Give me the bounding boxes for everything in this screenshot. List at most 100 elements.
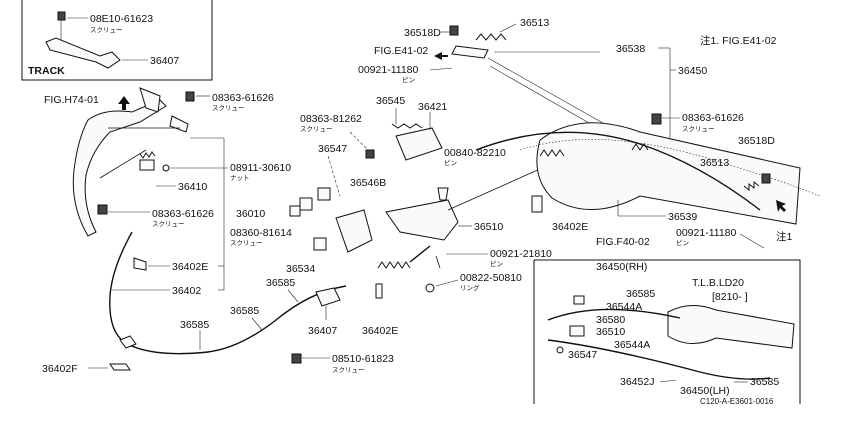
label-36410: 36410 — [178, 181, 207, 193]
lever-assembly: FIG.H74-01 08363-61626 スクリュー 08911-30610… — [44, 87, 291, 291]
label-fig-h74-01: FIG.H74-01 — [44, 94, 99, 106]
label-36547-tlb: 36547 — [568, 349, 597, 361]
label-screw-jp: スクリュー — [300, 125, 333, 133]
label-nut-jp: ナット — [230, 174, 250, 182]
lever-grip-icon — [169, 115, 189, 133]
note-1-fig-e41-02: 注1. FIG.E41-02 — [700, 34, 777, 47]
axle-assembly: 08363-61626 スクリュー 36518D 36513 36402E 36… — [475, 112, 821, 249]
label-36518d-right: 36518D — [738, 135, 775, 147]
arrow-up-icon — [118, 96, 130, 110]
screw-icon — [185, 91, 195, 102]
bushing-icon — [556, 346, 564, 354]
label-pin-jp: ピン — [676, 239, 689, 247]
front-cable-36402: 36402E 36402 36585 36585 36585 36402F 08… — [42, 231, 398, 375]
clip-36402f-icon — [109, 363, 131, 371]
rear-axle-icon — [536, 122, 801, 225]
inset-track: 08E10-61623 スクリュー 36407 TRACK — [21, 0, 213, 81]
label-36402e-bottom: 36402E — [362, 325, 398, 337]
label-08363-81262: 08363-81262 — [300, 113, 362, 125]
bracket-36407-icon — [315, 287, 341, 307]
label-36580: 36580 — [596, 314, 625, 326]
equalizer-36510-icon — [385, 199, 459, 241]
lever-36010-icon — [72, 99, 167, 237]
clip-36410-icon — [139, 159, 155, 171]
label-36585-tlb-bottom: 36585 — [750, 376, 779, 388]
spring-36513-icon — [475, 33, 507, 41]
label-fig-f40-02: FIG.F40-02 — [596, 236, 650, 248]
clip-36402e-icon — [375, 283, 383, 299]
label-screw-jp: スクリュー — [152, 220, 185, 228]
cable-spring-icon — [539, 149, 565, 157]
bushing-36546b-icon — [317, 187, 331, 201]
label-36452j: 36452J — [620, 376, 654, 388]
label-36010: 36010 — [236, 208, 265, 220]
label-36513-right: 36513 — [700, 157, 729, 169]
label-36407-track: 36407 — [150, 55, 179, 67]
label-36402f: 36402F — [42, 363, 78, 375]
label-00822-50810: 00822-50810 — [460, 272, 522, 284]
label-00840-82210: 00840-82210 — [444, 147, 506, 159]
label-36513-top: 36513 — [520, 17, 549, 29]
cable-line-icon — [109, 231, 347, 355]
label-ring-jp: リング — [460, 283, 480, 292]
label-8210: [8210- ] — [712, 291, 748, 303]
label-36402e-center: 36402E — [552, 221, 588, 233]
label-36421: 36421 — [418, 101, 447, 113]
label-00921-11180-right: 00921-11180 — [676, 227, 736, 239]
label-36585-c: 36585 — [266, 277, 295, 289]
label-36585-tlb-top: 36585 — [626, 288, 655, 300]
screw-36518d-icon — [761, 173, 771, 184]
label-pin-jp: ピン — [402, 76, 415, 84]
label-08363-61626-right: 08363-61626 — [682, 112, 744, 124]
spring-36513-icon — [743, 180, 760, 192]
bushing-icon — [289, 205, 301, 217]
equalizer-icon — [569, 325, 585, 337]
screw-icon — [651, 113, 662, 125]
label-36402: 36402 — [172, 285, 201, 297]
label-36544a-bottom: 36544A — [614, 339, 650, 351]
label-08510-61823: 08510-61823 — [332, 353, 394, 365]
bushing-icon — [299, 197, 313, 211]
label-36534: 36534 — [286, 263, 315, 275]
screw-icon — [97, 204, 108, 215]
label-pin-jp: ピン — [490, 260, 503, 268]
catalog-code: C120-A-E3601-0016 — [700, 397, 774, 406]
label-screw-jp: スクリュー — [212, 104, 245, 112]
label-36539: 36539 — [668, 211, 697, 223]
label-36450rh: 36450(RH) — [596, 261, 647, 273]
arrow-right-icon — [776, 200, 786, 212]
label-00921-11180-top: 00921-11180 — [358, 64, 418, 76]
label-36546b: 36546B — [350, 177, 386, 189]
cable-rh-icon — [547, 308, 681, 321]
clip-icon — [573, 295, 585, 305]
bushing-icon — [313, 237, 327, 251]
label-track: TRACK — [28, 65, 65, 77]
cable-spring-icon — [631, 143, 649, 151]
label-36450lh: 36450(LH) — [680, 385, 730, 397]
axle-tlb-icon — [667, 305, 795, 349]
screw-icon — [57, 11, 66, 21]
label-08911-30610: 08911-30610 — [230, 162, 291, 174]
rear-cable-36539-icon — [475, 131, 761, 211]
label-screw-jp: スクリュー — [230, 239, 263, 247]
screw-36518d-icon — [449, 25, 459, 36]
clip-36402e-icon — [133, 257, 147, 271]
label-36510: 36510 — [474, 221, 503, 233]
label-screw-jp: スクリュー — [90, 26, 123, 34]
pin-icon — [437, 187, 449, 201]
label-screw-jp: スクリュー — [332, 366, 365, 374]
bracket-36407-icon — [45, 37, 121, 69]
note-1-right: 注1 — [776, 230, 792, 243]
bracket-36534-icon — [335, 209, 373, 253]
rear-cable-top: 36518D 36513 FIG.E41-02 00921-11180 ピン 3… — [358, 17, 777, 190]
screw-icon — [291, 353, 302, 364]
inset-tlb-ld20: T.L.B.LD20 [8210- ] 36450(RH) 36585 3654… — [533, 259, 801, 406]
label-screw-jp: スクリュー — [682, 125, 715, 133]
label-36450: 36450 — [678, 65, 707, 77]
nut-icon — [162, 164, 170, 172]
label-36402e-left: 36402E — [172, 261, 208, 273]
label-08363-61626-left: 08363-61626 — [212, 92, 274, 104]
spring-icon — [139, 151, 156, 159]
label-36545: 36545 — [376, 95, 405, 107]
